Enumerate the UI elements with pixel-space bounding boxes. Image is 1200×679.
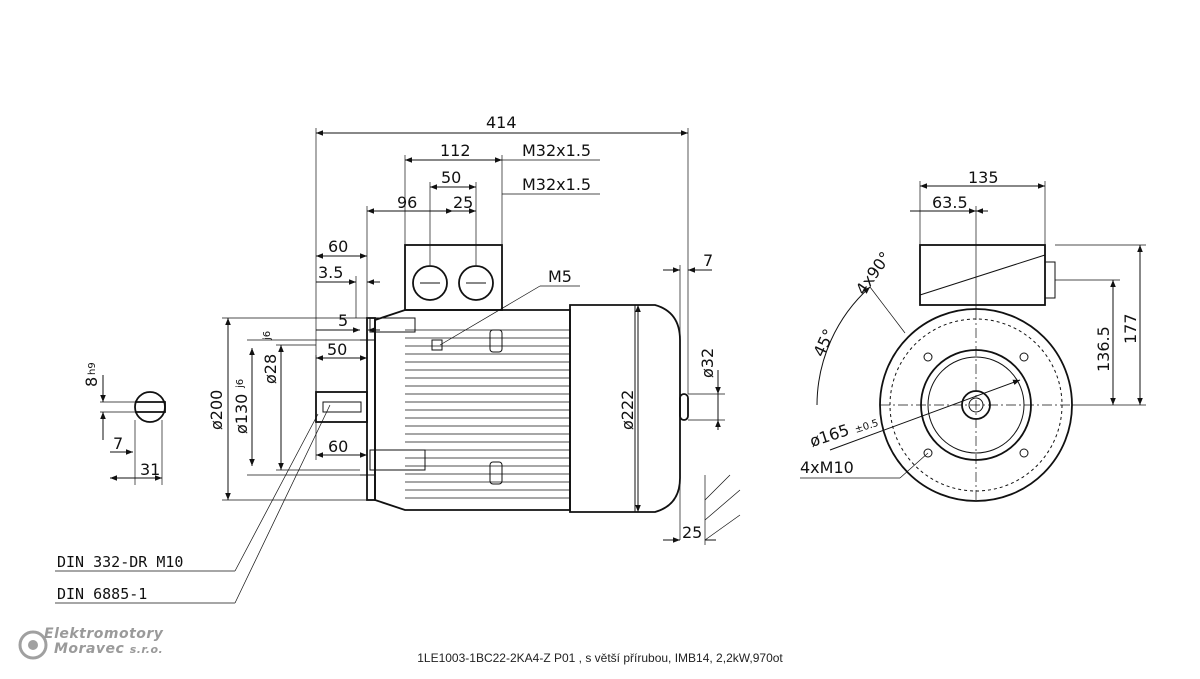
key-depth-label: 31 — [140, 460, 160, 479]
spigot-dia-label: ø130 — [232, 394, 251, 434]
shaft-length-top-label: 60 — [328, 237, 348, 256]
rear-length-label: 25 — [682, 523, 702, 542]
din-6885-label: DIN 6885-1 — [57, 585, 147, 603]
drawing-caption: 1LE1003-1BC22-2KA4-Z P01 , s větší příru… — [417, 651, 783, 665]
body-dia-label: ø222 — [618, 390, 637, 430]
rear-shaft-dia-label: ø32 — [698, 348, 717, 378]
side-dimensions — [55, 128, 741, 604]
end-height-177-label: 177 — [1121, 313, 1140, 344]
cooling-ribs — [405, 329, 570, 499]
rear-shaft-offset-label: 7 — [703, 251, 713, 270]
earth-thread-label: M5 — [548, 267, 572, 286]
holes-label: 4xM10 — [800, 458, 854, 477]
flange-dia-label: ø200 — [207, 390, 226, 430]
din-332-label: DIN 332-DR M10 — [57, 553, 183, 571]
spigot-depth-label: 3.5 — [318, 263, 343, 282]
end-dimensions — [800, 181, 1146, 479]
shaft-dia-label: ø28 — [261, 354, 280, 384]
logo-line-2: Moravec s.r.o. — [54, 641, 164, 657]
terminal-centers-label: 50 — [441, 168, 461, 187]
terminal-offset-label: 25 — [453, 193, 473, 212]
shaft-length-bottom-label: 60 — [328, 437, 348, 456]
side-view — [315, 244, 689, 513]
angle-45-label: 45° — [809, 326, 838, 360]
overall-length-label: 414 — [486, 113, 517, 132]
company-logo: Elektromotory Moravec s.r.o. — [16, 626, 216, 666]
spigot-tol-label: j6 — [235, 379, 246, 389]
keyway-length-label: 50 — [327, 340, 347, 359]
key-step-label: 5 — [338, 311, 348, 330]
pcd-label: ø165 — [807, 420, 851, 451]
gland-2-label: M32x1.5 — [522, 175, 591, 194]
end-box-offset-label: 63.5 — [932, 193, 968, 212]
box-from-flange-label: 96 — [397, 193, 417, 212]
key-tol-label: h9 — [87, 362, 98, 375]
key-height-label: 7 — [113, 434, 123, 453]
end-box-width-label: 135 — [968, 168, 999, 187]
key-section-view — [100, 375, 166, 485]
gland-1-label: M32x1.5 — [522, 141, 591, 160]
shaft-tol-label: j6 — [262, 331, 273, 341]
key-width-label: 8 — [82, 377, 101, 387]
motor-logo-icon — [18, 630, 48, 660]
logo-line-1: Elektromotory — [44, 626, 164, 642]
terminal-box-width-label: 112 — [440, 141, 471, 160]
end-height-136-label: 136.5 — [1094, 326, 1113, 372]
